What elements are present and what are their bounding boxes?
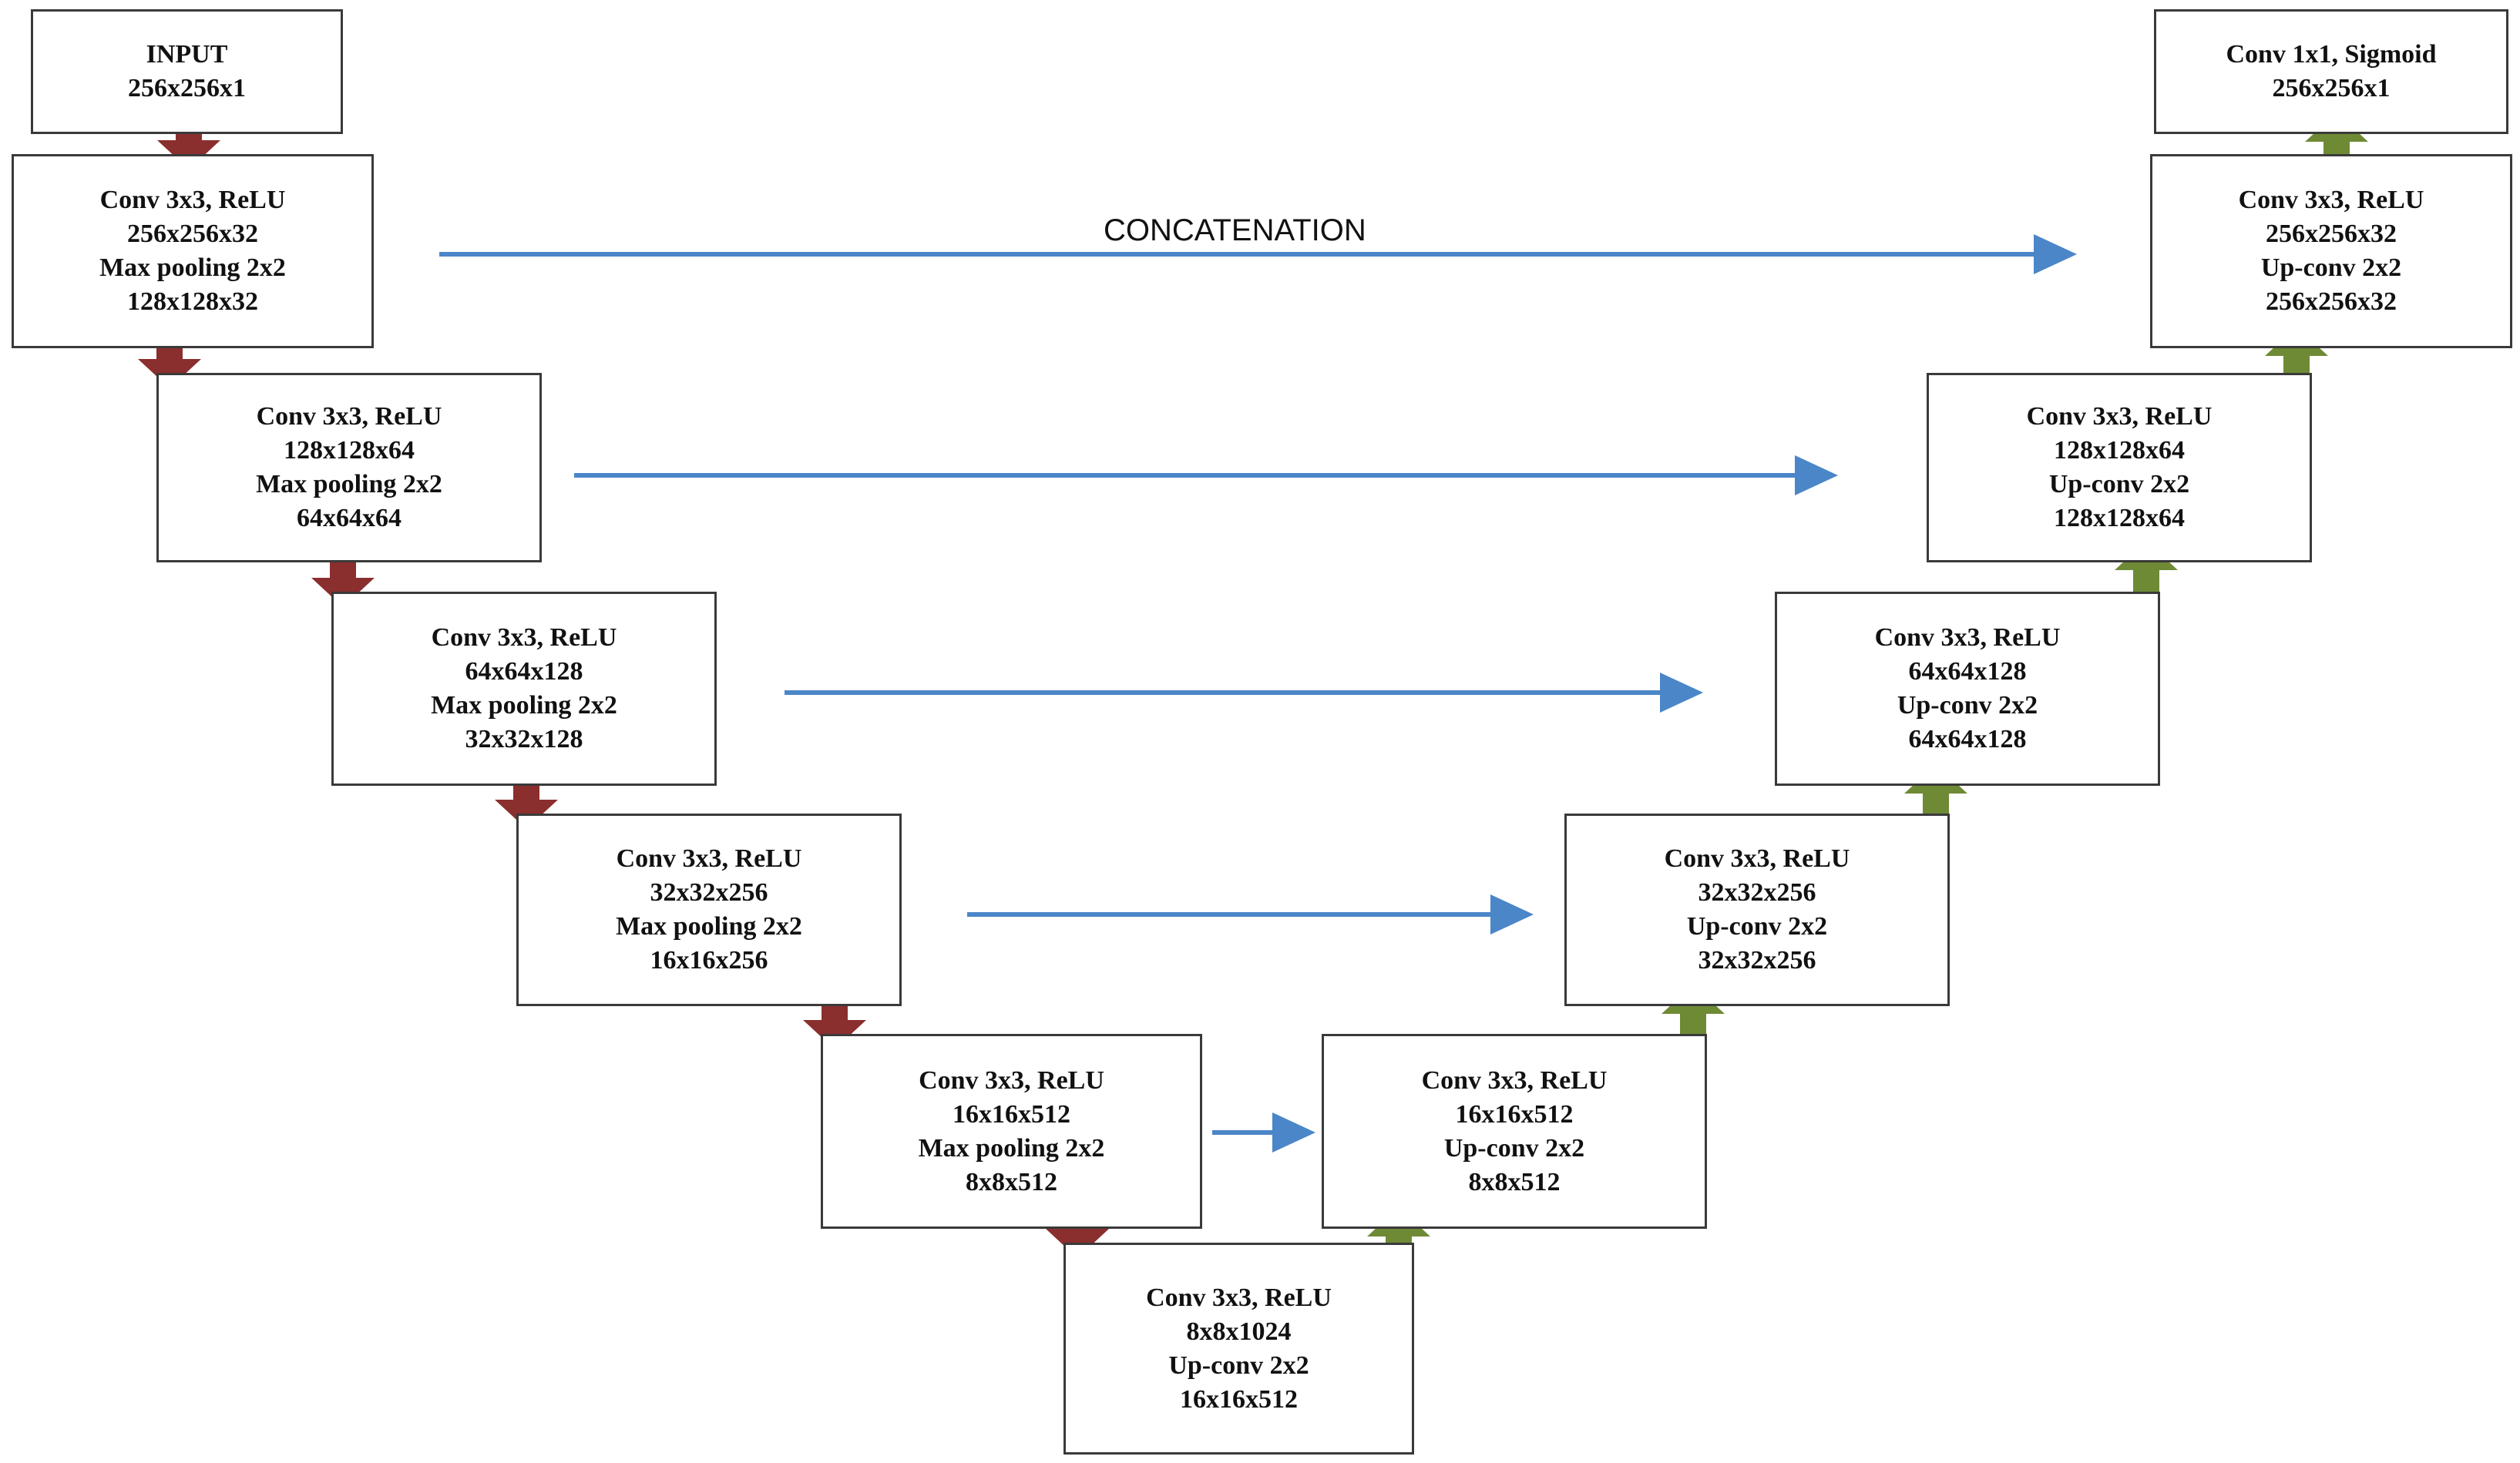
block-text-line: 8x8x512 — [1468, 1167, 1561, 1196]
down-arrow — [157, 119, 220, 169]
block-text-line: 128x128x64 — [2054, 504, 2185, 532]
block-text-line: 16x16x256 — [650, 946, 768, 975]
block-text-line: 32x32x256 — [650, 878, 768, 907]
output-block: Conv 1x1, Sigmoid 256x256x1 — [2154, 9, 2508, 134]
block-text-line: Conv 3x3, ReLU — [1664, 844, 1850, 873]
block-text-line: Conv 3x3, ReLU — [919, 1065, 1104, 1095]
block-text-line: Max pooling 2x2 — [616, 912, 802, 941]
block-text-line: Conv 3x3, ReLU — [2238, 186, 2424, 214]
block-text-line: Max pooling 2x2 — [256, 470, 442, 498]
block-text-line: Up-conv 2x2 — [1897, 691, 2038, 720]
block-text-line: Conv 1x1, Sigmoid — [2226, 40, 2437, 69]
block-text-line: 128x128x32 — [127, 287, 258, 316]
block-text-line: 128x128x64 — [284, 436, 415, 465]
block-text-line: 64x64x64 — [297, 504, 402, 532]
down-arrow — [138, 333, 201, 388]
block-text-line: Max pooling 2x2 — [918, 1133, 1105, 1163]
block-text-line: Up-conv 2x2 — [2260, 253, 2402, 282]
block-text-line: Up-conv 2x2 — [2048, 470, 2190, 498]
skip-connection-arrowhead — [1660, 673, 1703, 713]
block-text-line: 64x64x128 — [1908, 657, 2027, 686]
block-text-line: 8x8x512 — [966, 1167, 1057, 1196]
block-text-line: 32x32x256 — [1698, 878, 1816, 907]
block-text-line: Conv 3x3, ReLU — [1421, 1065, 1608, 1095]
block-text-line: 8x8x1024 — [1186, 1317, 1292, 1346]
down-arrow — [1046, 1213, 1109, 1258]
block-text-line: 64x64x128 — [1908, 725, 2027, 753]
block-text-line: 256x256x32 — [2266, 220, 2397, 248]
block-text-line: 128x128x64 — [2054, 436, 2185, 465]
block-text-line: 32x32x256 — [1698, 946, 1816, 975]
block-text-line: 32x32x128 — [465, 725, 583, 753]
block-text-line: Conv 3x3, ReLU — [99, 186, 286, 214]
input-block: INPUT 256x256x1 — [31, 9, 343, 134]
block-text-line: 64x64x128 — [465, 657, 583, 686]
block-text-line: 16x16x512 — [1180, 1384, 1298, 1414]
block-text-line: 256x256x1 — [128, 74, 246, 102]
block-text-line: Conv 3x3, ReLU — [1146, 1283, 1332, 1312]
block-text-line: Conv 3x3, ReLU — [1874, 623, 2061, 652]
block-text-line: 16x16x512 — [953, 1099, 1070, 1129]
block-text-line: Max pooling 2x2 — [99, 253, 286, 282]
block-text-line: Conv 3x3, ReLU — [2026, 402, 2213, 431]
skip-connection-arrowhead — [1795, 455, 1838, 495]
block-text-line: Conv 3x3, ReLU — [616, 844, 802, 873]
block-text-line: Conv 3x3, ReLU — [256, 402, 442, 431]
block-text-line: Max pooling 2x2 — [431, 691, 617, 720]
skip-connection-arrowhead — [2034, 234, 2077, 274]
concatenation-label: CONCATENATION — [1104, 213, 1366, 247]
block-text-line: Up-conv 2x2 — [1686, 912, 1828, 941]
block-text-line: 256x256x32 — [2266, 287, 2397, 316]
block-text-line: 256x256x1 — [2272, 74, 2391, 102]
block-text-line: 16x16x512 — [1455, 1099, 1574, 1129]
skip-connection-arrowhead — [1272, 1112, 1315, 1153]
block-text-line: 256x256x32 — [127, 220, 258, 248]
block-text-line: Conv 3x3, ReLU — [431, 623, 617, 652]
skip-connection-arrowhead — [1490, 894, 1534, 935]
block-text-line: INPUT — [146, 40, 228, 69]
block-text-line: Up-conv 2x2 — [1168, 1351, 1309, 1380]
block-text-line: Up-conv 2x2 — [1443, 1133, 1585, 1163]
